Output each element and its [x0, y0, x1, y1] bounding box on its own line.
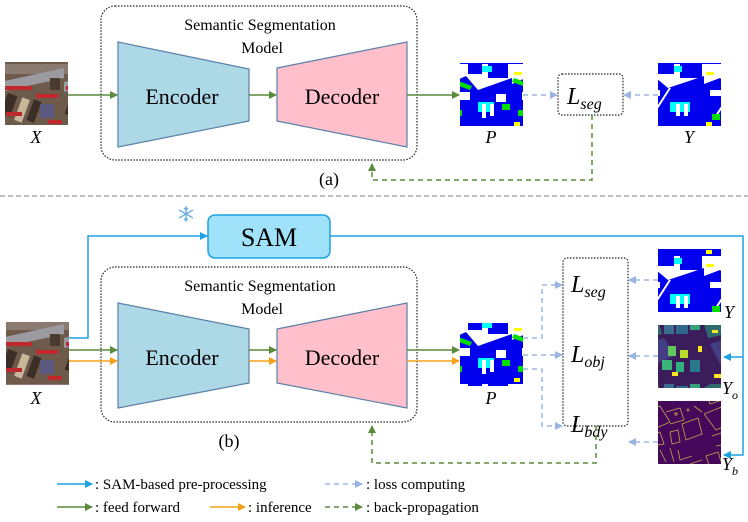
loss-obj-label: Lobj	[570, 342, 605, 371]
loss-bdy-label: Lbdy	[570, 412, 608, 441]
input-label: X	[30, 127, 43, 147]
model-title-line2-b: Model	[241, 301, 283, 318]
legend: : SAM-based pre-processing : loss comput…	[57, 477, 479, 516]
target-label-yo: Yo	[722, 378, 738, 402]
loss-arrow-p-to-lbdy	[523, 368, 563, 430]
loss-arrow-p-to-lseg	[523, 281, 563, 339]
input-image-x-b	[6, 322, 69, 385]
model-title-line1: Semantic Segmentation	[184, 17, 336, 34]
encoder-block	[117, 41, 250, 148]
loss-box-combined	[562, 257, 629, 427]
arrow-x-to-sam	[68, 232, 208, 339]
arrow-sam-to-yo	[330, 235, 744, 361]
loss-seg-label: Lseg	[566, 84, 602, 113]
legend-item-feed-forward: : feed forward	[57, 500, 180, 516]
encoder-label-b: Encoder	[145, 345, 219, 370]
input-image-x	[5, 62, 68, 125]
groundtruth-label: Y	[684, 127, 696, 147]
panel-a-caption: (a)	[319, 169, 339, 190]
model-title-line1-b: Semantic Segmentation	[184, 278, 336, 295]
panel-b: SAM X Semantic Segmentation Model Encode…	[6, 206, 744, 478]
decoder-label: Decoder	[305, 84, 380, 109]
legend-label-inference: : inference	[248, 500, 312, 516]
panel-b-caption: (b)	[219, 431, 240, 452]
target-image-yb	[658, 401, 721, 464]
prediction-label: P	[485, 127, 497, 147]
legend-label-loss: : loss computing	[366, 477, 466, 493]
legend-item-sam-preprocessing: : SAM-based pre-processing	[57, 477, 267, 493]
segmentation-model-container-b	[100, 266, 418, 423]
encoder-label: Encoder	[145, 84, 219, 109]
target-label-y: Y	[724, 302, 736, 322]
prediction-image-p-b	[460, 323, 523, 386]
loss-box-seg	[557, 73, 624, 116]
snowflake-icon	[178, 206, 194, 222]
encoder-block-b	[117, 302, 250, 409]
backprop-arrow-b	[368, 425, 597, 464]
prediction-image-p	[460, 63, 523, 126]
target-label-yb: Yb	[722, 454, 738, 478]
input-label-b: X	[30, 388, 43, 408]
target-image-y	[658, 249, 721, 312]
target-image-yo	[658, 325, 721, 388]
decoder-block-b	[276, 302, 408, 409]
groundtruth-image-y	[658, 63, 721, 126]
sam-label: SAM	[241, 223, 297, 252]
legend-item-inference: : inference	[210, 500, 312, 516]
legend-item-back-propagation: : back-propagation	[325, 500, 479, 516]
panel-a: X Semantic Segmentation Model Encoder De…	[5, 5, 721, 190]
legend-item-loss-computing: : loss computing	[325, 477, 466, 493]
decoder-block	[276, 41, 408, 148]
loss-seg-label-b: Lseg	[570, 272, 606, 301]
model-title-line2: Model	[241, 40, 283, 57]
arrow-sam-to-yb	[723, 357, 744, 459]
decoder-label-b: Decoder	[305, 345, 380, 370]
prediction-label-b: P	[485, 388, 497, 408]
legend-label-ff: : feed forward	[95, 500, 180, 516]
backprop-arrow-a	[368, 115, 593, 181]
legend-label-sam: : SAM-based pre-processing	[95, 477, 267, 493]
legend-label-backprop: : back-propagation	[366, 500, 479, 516]
segmentation-model-container	[100, 5, 418, 161]
